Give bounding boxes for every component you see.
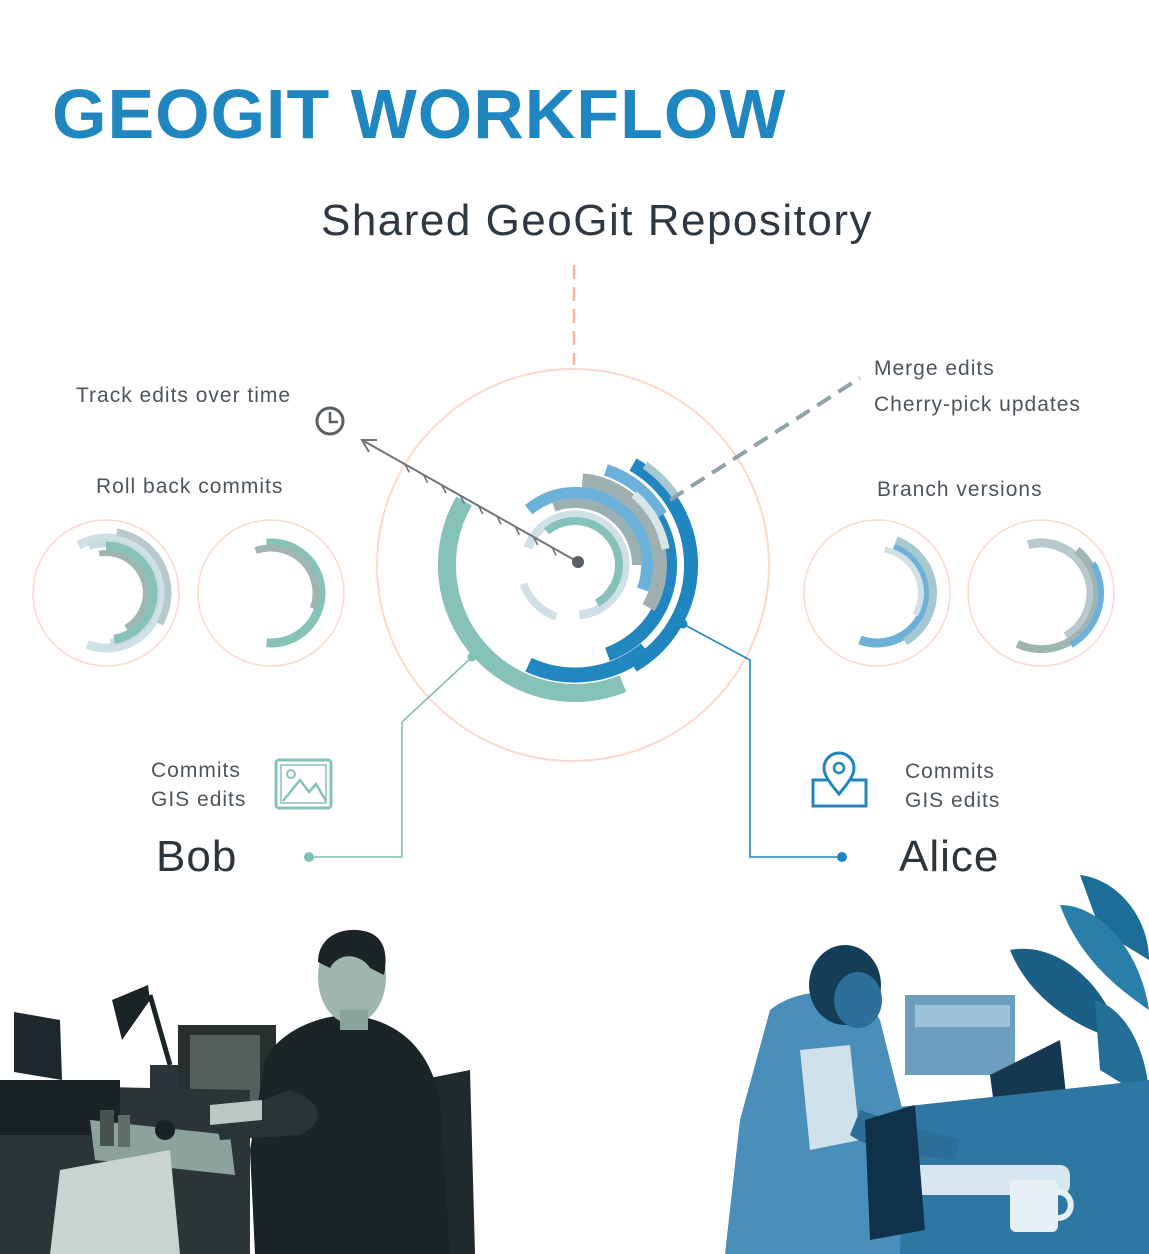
ring-arc [523, 510, 630, 620]
version-arc [894, 536, 937, 645]
version-arc [105, 541, 158, 644]
ring-arc [603, 464, 667, 519]
rollback-label: Roll back commits [96, 475, 284, 498]
alice-connector [678, 619, 847, 862]
alice-action-line1: Commits [905, 760, 995, 783]
timeline-tick [496, 515, 502, 525]
repository-rings [437, 458, 699, 703]
version-arc [116, 528, 172, 626]
repository-label: Shared GeoGit Repository [320, 196, 874, 245]
rollback-versions [32, 519, 345, 667]
repository-boundary [376, 368, 770, 762]
version-arc [266, 538, 326, 648]
branch-label: Branch versions [877, 478, 1043, 501]
timeline-tick [533, 536, 539, 546]
ring-arc [524, 486, 654, 592]
version-boundary [197, 519, 345, 667]
bob-photo [0, 929, 475, 1254]
track-edits-label: Track edits over time [76, 384, 292, 407]
map-pin-icon [811, 751, 868, 808]
ring-arc [642, 461, 679, 498]
branch-versions [803, 519, 1115, 667]
bob-connector [304, 652, 477, 862]
bob-name: Bob [156, 832, 238, 881]
version-arc [1026, 538, 1096, 641]
version-arc [858, 541, 932, 648]
timeline-tick [422, 474, 429, 484]
rollback-version-1 [32, 519, 180, 667]
timeline-ticks [404, 464, 557, 556]
ring-arc [437, 496, 627, 703]
ring-arc [519, 582, 558, 621]
timeline-tick [441, 484, 447, 494]
version-arc [254, 544, 320, 610]
merge-connector [668, 376, 862, 502]
rollback-version-2 [197, 519, 345, 667]
alice-action-line2: GIS edits [905, 789, 1001, 812]
version-arc [98, 550, 149, 631]
alice-name: Alice [899, 832, 1000, 881]
clock-icon [315, 406, 345, 436]
timeline-arrow [360, 439, 584, 568]
branch-version-2 [967, 519, 1115, 667]
timeline-tick [514, 526, 521, 535]
repository-graphic [376, 368, 770, 762]
cherry-pick-label: Cherry-pick updates [874, 393, 1081, 416]
page-title: GEOGIT WORKFLOW [52, 75, 787, 153]
timeline-tick [551, 547, 557, 556]
image-icon [274, 758, 333, 810]
timeline-tick [477, 505, 484, 515]
ring-arc [631, 491, 670, 550]
ring-arc [525, 643, 651, 683]
bob-action-line1: Commits [151, 759, 241, 782]
merge-label: Merge edits [874, 357, 995, 380]
version-boundary [967, 519, 1115, 667]
version-arc [883, 546, 924, 617]
timeline-tick [459, 495, 465, 504]
alice-photo [725, 875, 1149, 1254]
branch-version-1 [803, 519, 951, 667]
ring-arc [629, 458, 699, 672]
ring-arc [552, 498, 642, 566]
arrow-head [360, 439, 377, 453]
ring-arc [544, 517, 623, 607]
version-boundary [803, 519, 951, 667]
timeline-tick [404, 464, 410, 473]
version-arc [76, 533, 166, 653]
ring-arc [581, 473, 667, 611]
version-arc [1069, 561, 1105, 648]
version-boundary [32, 519, 180, 667]
timeline-origin [572, 556, 584, 568]
bob-action-line2: GIS edits [151, 788, 247, 811]
version-arc [1015, 547, 1102, 654]
